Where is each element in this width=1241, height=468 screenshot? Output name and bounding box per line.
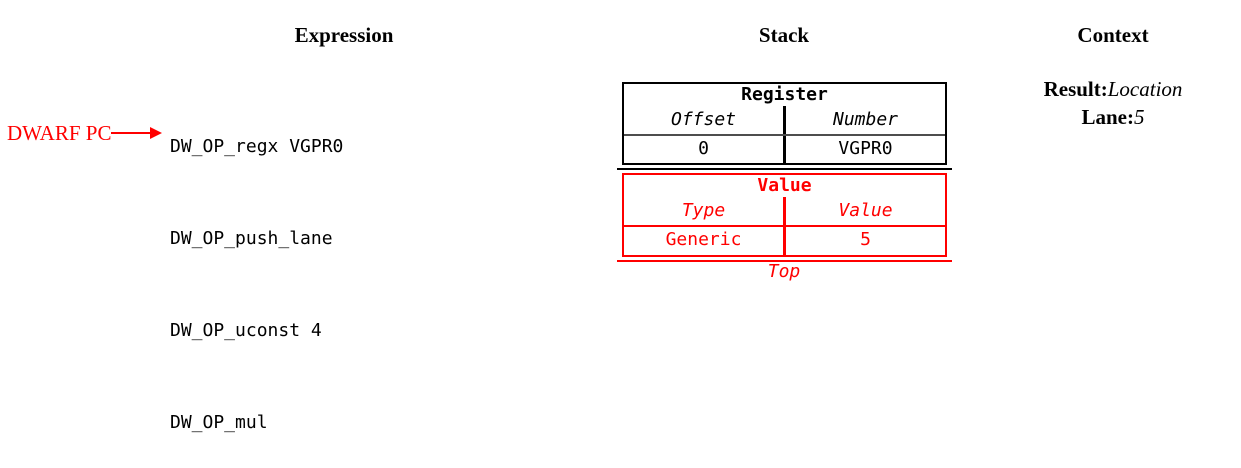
value-header-separator bbox=[624, 225, 945, 227]
value-value-column-header: Value bbox=[838, 200, 893, 221]
result-value: Location bbox=[1107, 77, 1183, 101]
arrow-right-icon bbox=[150, 127, 162, 139]
dwarf-pc-arrow-line bbox=[111, 132, 152, 134]
expression-op: DW_OP_mul bbox=[170, 411, 268, 433]
value-value-value: 5 bbox=[860, 229, 871, 250]
lane-value: 5 bbox=[1134, 105, 1145, 129]
expression-column-header: Expression bbox=[294, 23, 394, 47]
context-fields: Result:Location Lane:5 bbox=[1013, 75, 1213, 131]
stack-column-header: Stack bbox=[758, 23, 810, 47]
register-entry-table: Register Offset Number 0 VGPR0 bbox=[622, 82, 947, 165]
value-type-value: Generic bbox=[665, 229, 742, 250]
expression-op: DW_OP_uconst 4 bbox=[170, 319, 322, 341]
register-entry-title: Register bbox=[741, 84, 828, 105]
value-entry-title: Value bbox=[757, 175, 812, 196]
register-offset-column-header: Offset bbox=[670, 109, 737, 130]
value-entry-table: Value Type Value Generic 5 bbox=[622, 173, 947, 257]
expression-op: DW_OP_push_lane bbox=[170, 227, 333, 249]
register-number-value: VGPR0 bbox=[838, 138, 893, 159]
context-column-header: Context bbox=[1077, 23, 1149, 47]
expression-op-list: DW_OP_regx VGPR0 DW_OP_push_lane DW_OP_u… bbox=[170, 71, 343, 468]
register-offset-value: 0 bbox=[698, 138, 709, 159]
value-type-column-header: Type bbox=[681, 200, 726, 221]
lane-label: Lane: bbox=[1081, 105, 1135, 129]
register-entry-bottom-line bbox=[617, 168, 952, 170]
lane-field: Lane:5 bbox=[1013, 103, 1213, 131]
register-header-separator bbox=[624, 134, 945, 136]
value-entry-bottom-line bbox=[617, 260, 952, 262]
stack-top-label: Top bbox=[767, 261, 801, 282]
result-label: Result: bbox=[1043, 77, 1108, 101]
result-field: Result:Location bbox=[1013, 75, 1213, 103]
expression-op: DW_OP_regx VGPR0 bbox=[170, 136, 344, 158]
dwarf-pc-label: DWARF PC bbox=[7, 121, 112, 145]
register-number-column-header: Number bbox=[832, 109, 899, 130]
